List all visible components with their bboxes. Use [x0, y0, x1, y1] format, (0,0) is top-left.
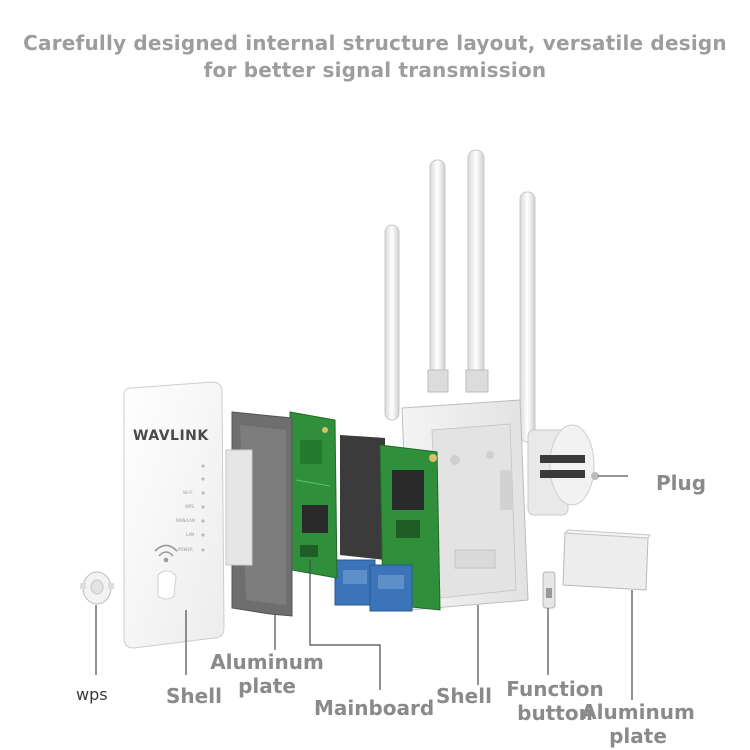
antenna-2: [429, 159, 446, 386]
label-aluminum-plate-1: Aluminum plate: [208, 650, 326, 698]
antenna-4: [519, 191, 536, 443]
indicator-panel: Wi-Fi WPS WAN/LAN LAN POWER: [176, 464, 205, 552]
label-shell-back: Shell: [436, 684, 492, 708]
label-aluminum-plate-2-line-1: Aluminum: [581, 700, 695, 724]
label-aluminum-plate-1-line-2: plate: [238, 674, 296, 698]
label-function-button-line-2: button: [517, 701, 593, 725]
aluminum-plate-1-part: [225, 411, 293, 617]
indicator-label-wps: WPS: [185, 504, 194, 509]
label-shell-front: Shell: [166, 684, 222, 708]
label-plug: Plug: [656, 471, 707, 495]
headline: Carefully designed internal structure la…: [0, 30, 750, 84]
antenna-group: [384, 149, 536, 443]
front-pcb-part: [289, 411, 338, 579]
function-button-part: [542, 571, 556, 609]
mainboard-leader-line: [309, 560, 381, 690]
wps-button-hole: [157, 570, 177, 600]
front-shell-part: WAVLINK Wi-Fi WPS WAN/LAN LAN POWER: [123, 381, 225, 649]
label-function-button: Function button: [502, 677, 608, 725]
indicator-label-lan: LAN: [186, 532, 194, 537]
indicator-label-wan-lan: WAN/LAN: [176, 518, 195, 523]
wifi-signal-icon: [154, 544, 178, 563]
label-aluminum-plate-1-line-1: Aluminum: [210, 650, 324, 674]
headline-line-2: for better signal transmission: [203, 58, 547, 82]
indicator-label-wifi: Wi-Fi: [183, 490, 193, 495]
antenna-3: [467, 149, 485, 386]
aluminum-plate-2-part: [562, 529, 651, 591]
label-function-button-line-1: Function: [506, 677, 604, 701]
label-aluminum-plate-2-line-2: plate: [609, 724, 667, 748]
plug-part: [527, 424, 599, 516]
label-wps: wps: [76, 685, 108, 704]
antenna-1: [384, 224, 400, 421]
label-mainboard: Mainboard: [314, 696, 435, 720]
mainboard-part: [334, 435, 441, 612]
wps-button-cap: [80, 571, 114, 605]
label-aluminum-plate-2: Aluminum plate: [580, 700, 696, 748]
brand-logo: WAVLINK: [133, 428, 209, 444]
headline-line-1: Carefully designed internal structure la…: [23, 31, 727, 55]
indicator-label-power: POWER: [178, 547, 193, 552]
leader-lines: [95, 560, 633, 700]
